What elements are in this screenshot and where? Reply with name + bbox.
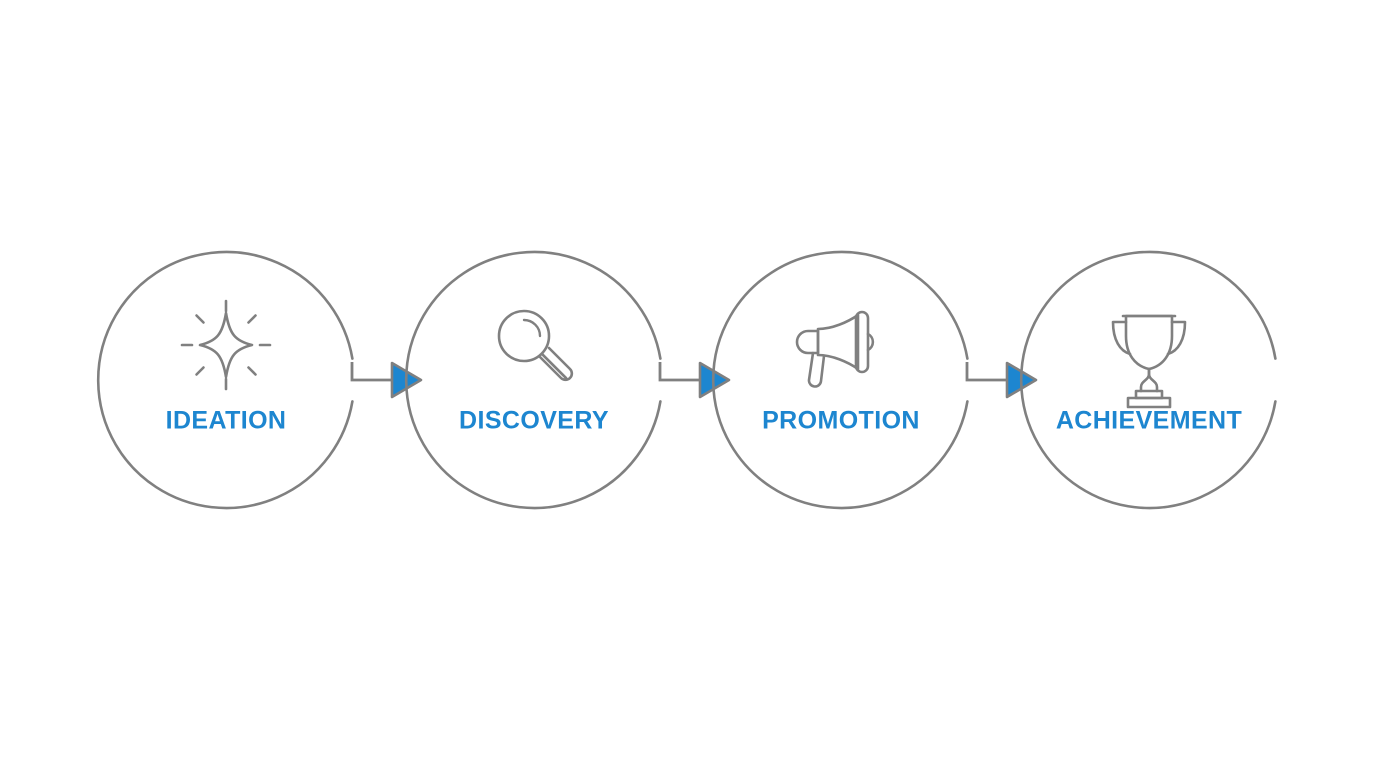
step-node-ideation[interactable]: IDEATION <box>96 250 354 510</box>
step-node-achievement[interactable]: ACHIEVEMENT <box>1019 250 1277 510</box>
step-label-achievement: ACHIEVEMENT <box>1056 407 1242 435</box>
connector-discovery-to-promotion <box>658 361 731 399</box>
step-circle-ideation <box>96 250 354 510</box>
step-circle-promotion <box>711 250 969 510</box>
megaphone-icon <box>795 310 875 388</box>
step-circle-achievement <box>1019 250 1277 510</box>
trophy-icon <box>1111 314 1187 409</box>
connector-line <box>350 362 394 382</box>
step-label-ideation: IDEATION <box>166 407 287 435</box>
step-node-discovery[interactable]: DISCOVERY <box>404 250 662 510</box>
connector-line <box>965 362 1009 382</box>
magnifier-icon <box>497 309 574 382</box>
step-label-discovery: DISCOVERY <box>459 407 609 435</box>
step-node-promotion[interactable]: PROMOTION <box>711 250 969 510</box>
connector-promotion-to-achievement <box>965 361 1038 399</box>
connector-ideation-to-discovery <box>350 361 423 399</box>
connector-line <box>658 362 702 382</box>
sparkle-icon <box>180 299 272 391</box>
step-circle-discovery <box>404 250 662 510</box>
step-label-promotion: PROMOTION <box>762 407 920 435</box>
